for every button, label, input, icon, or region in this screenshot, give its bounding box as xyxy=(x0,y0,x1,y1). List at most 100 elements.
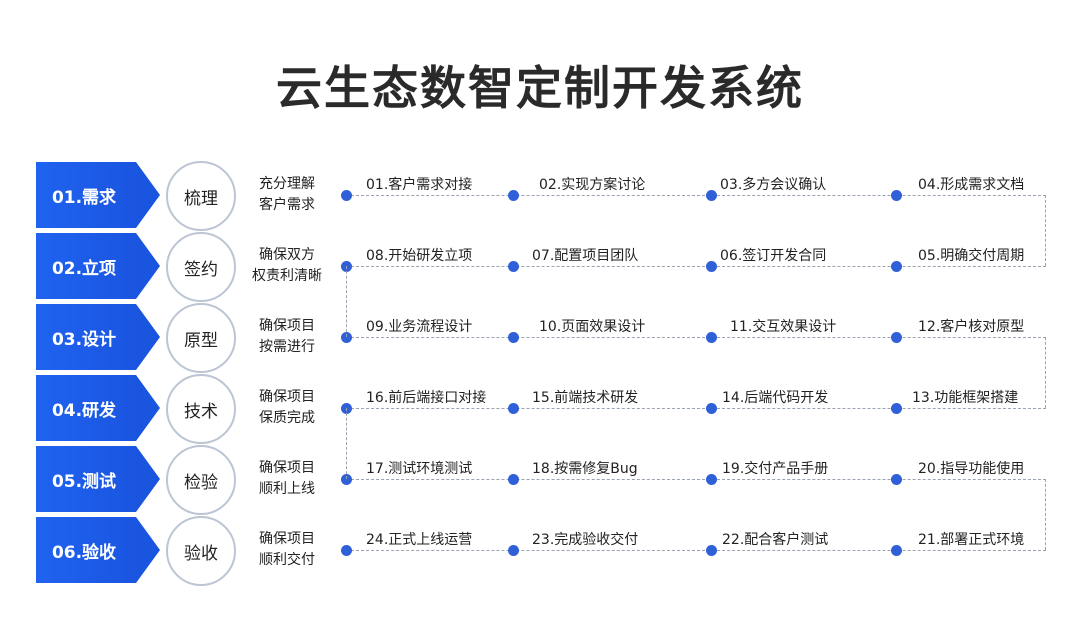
phase-arrow-tip xyxy=(136,517,160,583)
step-label: 12.客户核对原型 xyxy=(918,319,1025,335)
page-title: 云生态数智定制开发系统 xyxy=(276,61,804,115)
action-circle: 技术 xyxy=(166,374,236,444)
phase-label: 03.设计 xyxy=(36,304,136,370)
goal-line: 确保项目 xyxy=(259,318,315,334)
step-label: 01.客户需求对接 xyxy=(366,177,473,193)
step-dot xyxy=(891,190,902,201)
step-dot xyxy=(706,261,717,272)
step-dot xyxy=(341,474,352,485)
step-dot xyxy=(891,332,902,343)
step-dot xyxy=(341,332,352,343)
step-label: 20.指导功能使用 xyxy=(918,461,1025,477)
step-label: 19.交付产品手册 xyxy=(722,461,829,477)
row-goal: 确保项目 顺利交付 xyxy=(244,529,330,571)
phase-label: 05.测试 xyxy=(36,446,136,512)
dashed-connector xyxy=(346,337,1046,338)
step-dot xyxy=(891,474,902,485)
phase-label: 06.验收 xyxy=(36,517,136,583)
dashed-connector xyxy=(346,195,1046,196)
phase-arrow-tip xyxy=(136,375,160,441)
row-goal: 确保项目 顺利上线 xyxy=(244,458,330,500)
row-turn-connector xyxy=(1045,337,1046,408)
step-label: 06.签订开发合同 xyxy=(720,248,827,264)
dashed-connector xyxy=(346,266,1046,267)
action-circle: 签约 xyxy=(166,232,236,302)
step-label: 05.明确交付周期 xyxy=(918,248,1025,264)
row-turn-connector xyxy=(1045,479,1046,550)
step-dot xyxy=(706,474,717,485)
row-goal: 充分理解 客户需求 xyxy=(244,174,330,216)
step-dot xyxy=(508,403,519,414)
action-circle: 梳理 xyxy=(166,161,236,231)
process-row-4: 04.研发 技术 确保项目 保质完成 16.前后端接口对接 15.前端技术研发 … xyxy=(0,374,1080,447)
step-dot xyxy=(508,474,519,485)
step-label: 16.前后端接口对接 xyxy=(366,390,487,406)
step-dot xyxy=(891,545,902,556)
process-row-6: 06.验收 验收 确保项目 顺利交付 24.正式上线运营 23.完成验收交付 2… xyxy=(0,516,1080,589)
phase-label: 02.立项 xyxy=(36,233,136,299)
step-dot xyxy=(508,545,519,556)
dashed-connector xyxy=(346,550,1046,551)
step-dot xyxy=(508,190,519,201)
phase-arrow-tip xyxy=(136,304,160,370)
process-row-3: 03.设计 原型 确保项目 按需进行 09.业务流程设计 10.页面效果设计 1… xyxy=(0,303,1080,376)
step-label: 11.交互效果设计 xyxy=(730,319,837,335)
step-label: 02.实现方案讨论 xyxy=(539,177,646,193)
goal-line: 顺利交付 xyxy=(259,552,315,568)
step-label: 04.形成需求文档 xyxy=(918,177,1025,193)
goal-line: 客户需求 xyxy=(259,197,315,213)
step-dot xyxy=(508,261,519,272)
step-label: 22.配合客户测试 xyxy=(722,532,829,548)
phase-label: 04.研发 xyxy=(36,375,136,441)
phase-label: 01.需求 xyxy=(36,162,136,228)
action-circle: 原型 xyxy=(166,303,236,373)
row-goal: 确保双方 权责利清晰 xyxy=(244,245,330,287)
step-label: 24.正式上线运营 xyxy=(366,532,473,548)
row-turn-connector xyxy=(346,408,347,479)
step-label: 13.功能框架搭建 xyxy=(912,390,1019,406)
row-goal: 确保项目 保质完成 xyxy=(244,387,330,429)
step-label: 23.完成验收交付 xyxy=(532,532,639,548)
goal-line: 按需进行 xyxy=(259,339,315,355)
step-dot xyxy=(706,190,717,201)
step-label: 10.页面效果设计 xyxy=(539,319,646,335)
step-dot xyxy=(706,403,717,414)
step-label: 18.按需修复Bug xyxy=(532,461,638,477)
phase-arrow-tip xyxy=(136,446,160,512)
action-circle: 检验 xyxy=(166,445,236,515)
step-label: 15.前端技术研发 xyxy=(532,390,639,406)
row-goal: 确保项目 按需进行 xyxy=(244,316,330,358)
step-dot xyxy=(891,261,902,272)
process-row-2: 02.立项 签约 确保双方 权责利清晰 08.开始研发立项 07.配置项目团队 … xyxy=(0,232,1080,305)
goal-line: 保质完成 xyxy=(259,410,315,426)
goal-line: 确保项目 xyxy=(259,389,315,405)
step-dot xyxy=(341,545,352,556)
row-turn-connector xyxy=(346,266,347,337)
step-dot xyxy=(706,545,717,556)
phase-arrow-tip xyxy=(136,162,160,228)
dashed-connector xyxy=(346,479,1046,480)
goal-line: 顺利上线 xyxy=(259,481,315,497)
row-turn-connector xyxy=(1045,195,1046,266)
step-label: 17.测试环境测试 xyxy=(366,461,473,477)
dashed-connector xyxy=(346,408,1046,409)
process-row-1: 01.需求 梳理 充分理解 客户需求 01.客户需求对接 02.实现方案讨论 0… xyxy=(0,161,1080,234)
process-row-5: 05.测试 检验 确保项目 顺利上线 17.测试环境测试 18.按需修复Bug … xyxy=(0,445,1080,518)
step-label: 07.配置项目团队 xyxy=(532,248,639,264)
step-dot xyxy=(891,403,902,414)
phase-arrow-tip xyxy=(136,233,160,299)
step-dot xyxy=(706,332,717,343)
action-circle: 验收 xyxy=(166,516,236,586)
goal-line: 确保项目 xyxy=(259,531,315,547)
goal-line: 权责利清晰 xyxy=(252,268,322,284)
goal-line: 充分理解 xyxy=(259,176,315,192)
step-label: 21.部署正式环境 xyxy=(918,532,1025,548)
step-label: 03.多方会议确认 xyxy=(720,177,827,193)
step-label: 14.后端代码开发 xyxy=(722,390,829,406)
step-dot xyxy=(341,190,352,201)
goal-line: 确保项目 xyxy=(259,460,315,476)
goal-line: 确保双方 xyxy=(259,247,315,263)
step-dot xyxy=(508,332,519,343)
step-label: 08.开始研发立项 xyxy=(366,248,473,264)
step-label: 09.业务流程设计 xyxy=(366,319,473,335)
